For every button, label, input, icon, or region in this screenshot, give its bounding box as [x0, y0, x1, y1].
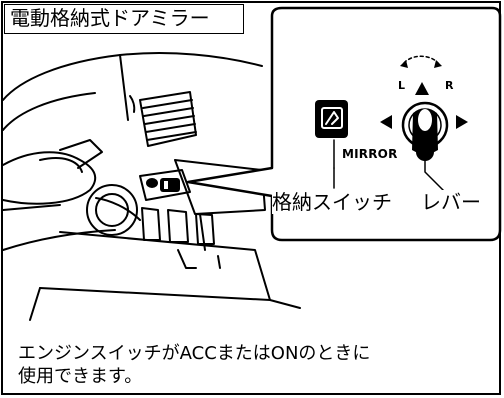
usage-note-line2: 使用できます。	[18, 366, 143, 387]
mirror-lever	[380, 55, 468, 193]
storage-switch-button	[315, 100, 348, 138]
lever-left-label: L	[398, 79, 406, 92]
lever-right-label: R	[445, 79, 454, 92]
lower-switches	[141, 207, 221, 269]
usage-note-line1: エンジンスイッチがACCまたはONのときに	[18, 343, 371, 364]
lever-label: レバー	[421, 190, 481, 214]
air-vent	[129, 91, 197, 147]
round-knob	[86, 184, 138, 236]
diagram-title: 電動格納式ドアミラー	[4, 4, 244, 34]
steering-column	[2, 139, 103, 211]
storage-switch-label: 格納スイッチ	[272, 190, 392, 214]
switch-marking-label: MIRROR	[342, 147, 398, 161]
usage-note: エンジンスイッチがACCまたはONのときに 使用できます。	[18, 342, 498, 388]
dash-mirror-switch	[139, 169, 191, 201]
